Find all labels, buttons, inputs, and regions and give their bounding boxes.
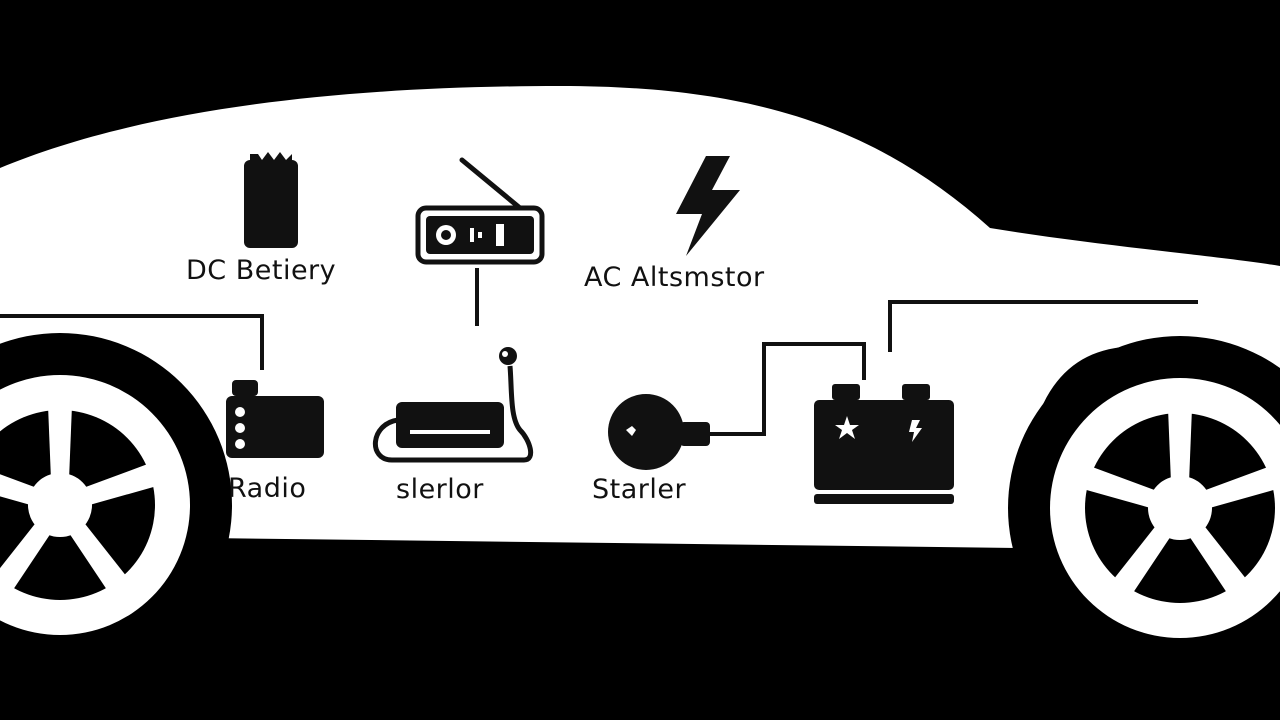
label-dc-battery: DC Betiery <box>186 255 336 286</box>
slerlor-device-icon <box>373 347 534 463</box>
dc-battery-icon <box>244 152 298 248</box>
label-starter: Starler <box>592 474 686 505</box>
starter-motor-icon <box>608 394 710 470</box>
label-ac-alternator: AC Altsmstor <box>584 262 765 293</box>
lightning-bolt-icon <box>676 156 740 256</box>
car-battery-icon <box>814 384 954 504</box>
wire-left-radio <box>0 314 264 370</box>
wire-starter-to-battery <box>708 342 866 436</box>
wire-battery-top <box>888 300 1198 352</box>
left-wheel <box>0 333 232 677</box>
label-slerlor: slerlor <box>396 474 484 505</box>
radio-unit-icon <box>226 380 324 458</box>
wiring <box>0 268 1198 436</box>
portable-radio-icon <box>415 157 545 265</box>
right-wheel <box>1008 336 1280 680</box>
label-radio: Radio <box>228 473 306 504</box>
